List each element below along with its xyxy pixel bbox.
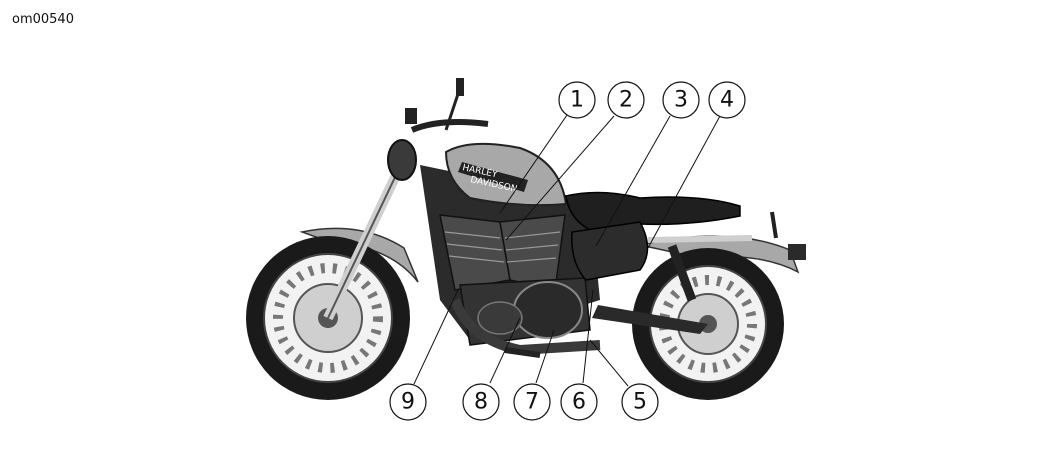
leader-line-9 [413, 289, 459, 385]
handlebar [410, 119, 489, 133]
leader-line-4 [647, 115, 721, 249]
callout-label: 7 [525, 390, 539, 415]
leader-line-7 [535, 329, 555, 384]
footpeg [504, 347, 541, 358]
callout-label: 4 [720, 88, 734, 113]
rear-rail [647, 235, 753, 243]
tail-light [788, 244, 806, 260]
callout-label: 2 [619, 88, 633, 113]
callout-1: 1 [558, 81, 596, 119]
leader-line-5 [589, 339, 629, 387]
leader-line-1 [499, 114, 568, 214]
callout-7: 7 [513, 383, 551, 421]
callout-label: 1 [570, 88, 584, 113]
callout-label: 3 [674, 88, 688, 113]
figure-id: om00540 [12, 12, 74, 27]
callout-4: 4 [708, 81, 746, 119]
callout-6: 6 [560, 383, 598, 421]
leader-line-8 [489, 317, 521, 384]
callout-5: 5 [621, 383, 659, 421]
seat [565, 191, 741, 235]
leader-line-3 [595, 115, 671, 247]
side-cover [571, 221, 649, 281]
callout-2: 2 [607, 81, 645, 119]
fuel-tank: HARLEY DAVIDSON [444, 142, 568, 207]
engine [439, 214, 591, 346]
callout-label: 6 [572, 390, 586, 415]
motorcycle-illustration: HARLEY DAVIDSON [246, 78, 806, 400]
leader-line-2 [505, 115, 615, 241]
callout-8: 8 [462, 383, 500, 421]
swingarm [592, 305, 708, 334]
callout-label: 8 [474, 390, 488, 415]
rear-shock [667, 244, 697, 302]
callout-3: 3 [662, 81, 700, 119]
callout-9: 9 [389, 383, 427, 421]
callout-label: 9 [401, 390, 415, 415]
leader-lines [413, 114, 721, 387]
callouts: 1 2 3 4 5 6 7 8 [389, 81, 746, 421]
callout-label: 5 [633, 390, 647, 415]
mirror [456, 78, 464, 96]
headlight [387, 139, 417, 181]
front-turn-signal [405, 108, 417, 124]
leader-line-6 [582, 289, 594, 384]
